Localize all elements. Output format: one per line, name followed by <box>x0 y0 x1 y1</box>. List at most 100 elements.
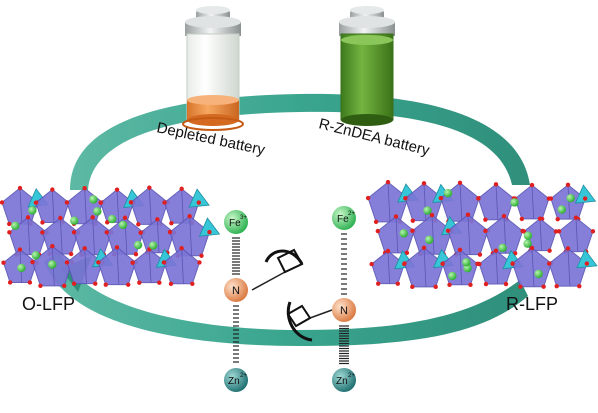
oxygen-atom <box>393 214 399 219</box>
octahedron-edge <box>531 247 535 287</box>
oxygen-atom <box>483 228 488 234</box>
oxygen-atom <box>457 180 463 186</box>
octahedron-edge <box>575 217 579 252</box>
oxygen-atom <box>190 281 195 286</box>
octahedron-edge <box>156 219 160 253</box>
zn-right-charge: 2+ <box>348 373 355 379</box>
oxygen-atom <box>410 218 416 223</box>
oxygen-atom <box>584 261 590 266</box>
oxygen-atom <box>410 228 415 233</box>
oxygen-atom <box>468 282 473 288</box>
lithium-atom <box>31 251 40 260</box>
ligand-arm-right <box>286 301 313 342</box>
fe2-charge: 2+ <box>348 211 355 217</box>
octahedron-edge <box>459 182 463 222</box>
octahedron-edge <box>395 216 399 253</box>
feo6-octahedron <box>97 246 137 286</box>
octahedron-edge <box>59 217 63 255</box>
oxygen-atom <box>518 284 523 289</box>
octahedron-edge <box>27 217 31 255</box>
oxygen-atom <box>438 195 444 201</box>
oxygen-atom <box>162 200 167 205</box>
oxygen-atom <box>565 246 571 251</box>
octahedron-edge <box>567 248 571 287</box>
oxygen-atom <box>122 215 128 220</box>
oxygen-atom <box>128 200 134 205</box>
lithium-atom <box>149 241 158 250</box>
oxygen-atom <box>114 245 120 250</box>
feo6-octahedron <box>558 217 594 253</box>
oxygen-atom <box>136 222 141 227</box>
octahedron-edge <box>459 249 463 285</box>
feo6-octahedron <box>130 187 169 225</box>
oxygen-atom <box>30 259 35 265</box>
oxygen-atom <box>385 248 391 254</box>
oxygen-atom <box>365 195 371 201</box>
oxygen-atom <box>33 200 39 205</box>
oxygen-atom <box>477 261 482 267</box>
oxygen-atom <box>421 245 427 251</box>
fe3-charge: 3+ <box>240 215 247 221</box>
oxygen-atom <box>493 248 499 253</box>
dashed-bond-n-zn-right <box>339 325 349 365</box>
oxygen-atom <box>137 280 142 285</box>
oxygen-atom <box>7 280 13 285</box>
lithium-atom <box>48 260 57 269</box>
octahedron-edge <box>19 188 23 224</box>
oxygen-atom <box>541 284 546 289</box>
oxygen-atom <box>573 215 579 220</box>
lithium-atom <box>523 231 533 240</box>
oxygen-atom <box>93 281 98 286</box>
zn-atom-right <box>332 368 356 392</box>
fe3-atom <box>224 210 248 234</box>
oxygen-atom <box>429 212 435 218</box>
oxygen-atom <box>447 282 452 288</box>
feo6-octahedron <box>514 184 550 220</box>
oxygen-atom <box>168 281 174 286</box>
o-lfp-crystal-structure <box>0 185 221 289</box>
dashed-bond-n-zn-left <box>233 305 239 363</box>
lithium-atom <box>17 263 26 273</box>
lithium-atom <box>462 258 471 267</box>
po4-tetrahedron <box>198 217 221 237</box>
feo6-octahedron <box>477 183 515 221</box>
zn-atom-left <box>224 368 248 392</box>
oxygen-atom <box>493 182 499 187</box>
oxygen-atom <box>529 245 535 251</box>
octahedron-edge <box>423 183 427 221</box>
oxygen-atom <box>105 220 110 225</box>
octahedron-edge <box>116 247 120 285</box>
oxygen-atom <box>403 196 408 201</box>
octahedron-edge <box>567 184 571 220</box>
lithium-atom <box>566 193 575 203</box>
lithium-atom <box>93 207 102 216</box>
octahedron-edge <box>189 216 193 256</box>
oxygen-atom <box>376 281 381 286</box>
oxygen-atom <box>25 215 31 220</box>
depleted-battery-icon <box>182 6 244 131</box>
octahedron-edge <box>431 215 435 255</box>
oxygen-atom <box>114 187 120 192</box>
oxygen-atom <box>161 260 167 265</box>
oxygen-atom <box>7 230 12 235</box>
oxygen-atom <box>395 281 400 286</box>
oxygen-atom <box>7 221 12 227</box>
oxygen-atom <box>157 280 162 285</box>
oxygen-atom <box>50 187 55 192</box>
zn-right-symbol: Zn <box>336 376 348 387</box>
octahedron-edge <box>181 248 184 284</box>
oxygen-atom <box>385 179 391 185</box>
oxygen-atom <box>90 215 95 220</box>
lithium-atom <box>118 220 128 230</box>
octahedron-edge <box>148 249 152 283</box>
oxygen-atom <box>404 250 410 256</box>
lithium-atom <box>557 205 566 214</box>
oxygen-atom <box>373 219 379 225</box>
oxygen-atom <box>577 283 582 289</box>
feo6-octahedron <box>512 247 552 288</box>
oxygen-atom <box>62 283 67 289</box>
oxygen-atom <box>369 261 374 267</box>
octahedron-edge <box>116 189 120 223</box>
oxygen-atom <box>519 216 525 222</box>
